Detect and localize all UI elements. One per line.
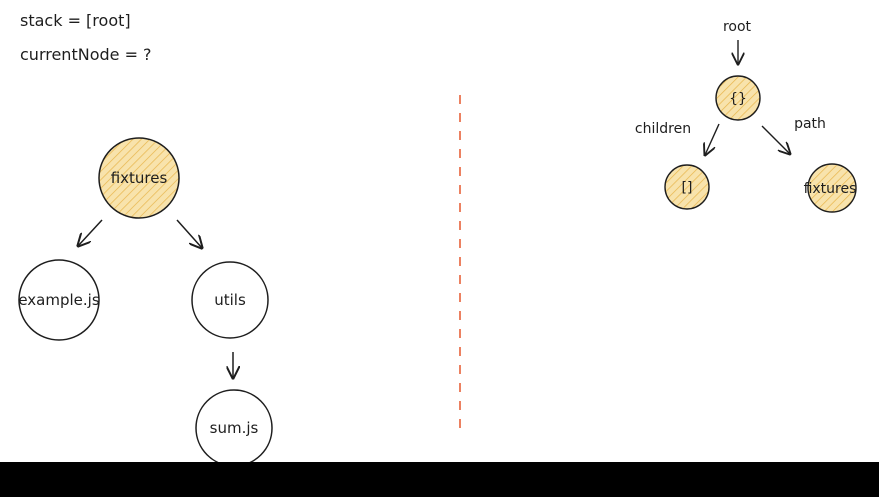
left-tree: fixtures example.js utils sum.js — [18, 137, 273, 462]
node-fixtures — [98, 137, 180, 219]
edge-children-label: children — [635, 121, 691, 137]
node-object — [715, 75, 761, 121]
arrow-object-to-fixtures — [761, 125, 790, 154]
node-array — [664, 164, 710, 210]
node-right-fixtures-label: fixtures — [804, 181, 857, 197]
current-node-line: currentNode = ? — [20, 45, 152, 64]
node-example — [18, 259, 100, 341]
node-utils — [191, 261, 269, 339]
node-fixtures-label: fixtures — [111, 169, 168, 187]
root-label: root — [723, 19, 752, 35]
node-utils-label: utils — [214, 291, 246, 309]
node-sum-label: sum.js — [210, 419, 259, 437]
arrow-object-to-array — [705, 123, 720, 155]
diagram-canvas: stack = [root] currentNode = ? fixtures … — [18, 11, 857, 462]
node-array-label: [] — [682, 180, 693, 196]
node-sum — [195, 389, 273, 462]
node-right-fixtures — [807, 163, 857, 213]
stack-line: stack = [root] — [20, 11, 131, 30]
edge-path-label: path — [794, 116, 826, 132]
node-example-label: example.js — [18, 291, 99, 309]
arrow-fixtures-to-example — [78, 219, 103, 246]
arrow-fixtures-to-utils — [176, 219, 202, 248]
right-tree: root {} children path [] fixtures — [635, 19, 857, 213]
bottom-black-bar — [0, 462, 879, 497]
node-object-label: {} — [729, 91, 747, 107]
